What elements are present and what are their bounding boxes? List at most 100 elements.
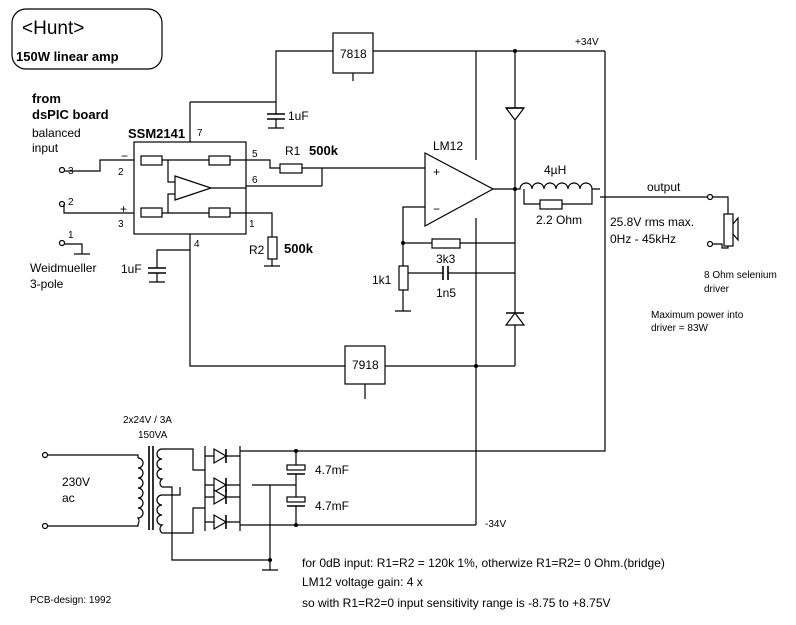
terminal-3 (58, 166, 66, 174)
ssm-res-ref (208, 207, 231, 218)
ssm2141-chip: SSM2141 − + 2 3 7 5 6 1 4 (118, 126, 258, 250)
primary-winding (136, 457, 144, 525)
r-out-body (539, 199, 563, 210)
wire-mains (47, 454, 139, 527)
r1-body (279, 163, 303, 174)
input-labels: from dsPIC board balanced input Weidmuel… (30, 91, 109, 291)
r2-body (267, 236, 278, 260)
ground-center (262, 485, 278, 571)
junction-pos-rail (513, 49, 517, 53)
lm12-minus-sign: − (433, 202, 440, 216)
from-label: from (32, 91, 61, 106)
power-line1: Maximum power into (651, 310, 744, 321)
r2-gnd (264, 259, 280, 267)
mains-ac: ac (62, 491, 75, 505)
ssm-wire-inv (167, 160, 175, 183)
wire-spk-plus (712, 196, 729, 214)
input-label: input (32, 141, 59, 155)
connector-name: Weidmueller (30, 261, 96, 275)
cap2-label: 4.7mF (315, 499, 349, 513)
reg-neg-body (344, 345, 386, 385)
bridge-diode-1 (213, 447, 228, 465)
ssm-pin3-label: 3 (118, 219, 124, 230)
cap-top-plates (267, 113, 285, 120)
mains-terminal-2 (41, 522, 49, 530)
cap-top-label: 1uF (288, 109, 309, 123)
secondary-upper (156, 448, 164, 488)
notes: for 0dB input: R1=R2 = 120k 1%, otherwiz… (30, 556, 665, 610)
cap1-label: 4.7mF (315, 463, 349, 477)
resistor-r1: R1 500k (246, 143, 339, 187)
wire-spk-minus (712, 243, 729, 249)
reg-neg-label: 7918 (352, 358, 379, 372)
wire-r1-out (302, 167, 323, 186)
wire-rout-left (523, 189, 540, 205)
junction-neg-rail (474, 364, 478, 368)
ssm-opamp (174, 175, 213, 201)
mains-terminal-1 (41, 451, 49, 459)
terminal-2-label: 2 (68, 197, 74, 208)
connector-type: 3-pole (30, 277, 64, 291)
regulator-7918: 7918 (344, 345, 515, 399)
secondary-lower (156, 494, 164, 534)
r-gnd-gnd (395, 290, 411, 312)
driver-line1: 8 Ohm selenium (704, 270, 777, 281)
note-line1: for 0dB input: R1=R2 = 120k 1%, otherwiz… (302, 556, 665, 570)
output-stage: 4µH 2.2 Ohm output 25.8V rms max. 0Hz - … (493, 49, 777, 366)
diode-lower (504, 312, 526, 326)
bridge-diode-4 (213, 513, 228, 531)
note-line3: so with R1=R2=0 input sensitivity range … (302, 596, 611, 610)
power-line2: driver = 83W (651, 323, 709, 334)
wire-pin1 (64, 243, 83, 254)
r1-name: R1 (285, 144, 301, 158)
wire-pin3 (64, 159, 134, 172)
title-box: <Hunt> 150W linear amp (11, 8, 163, 70)
bridge-rungs (205, 455, 240, 523)
ssm-pin2-label: 2 (118, 167, 124, 178)
transformer-core (148, 446, 154, 530)
spec-voltage: 25.8V rms max. (610, 215, 694, 229)
c-fb-label: 1n5 (436, 286, 456, 300)
pcb-design-label: PCB-design: 1992 (30, 595, 112, 606)
cap2-plate-top (286, 496, 306, 503)
wire-pin1-r2 (246, 212, 273, 237)
mains-voltage: 230V (62, 475, 90, 489)
r-fb-label: 3k3 (436, 252, 456, 266)
ssm-plus-sign: + (120, 202, 127, 216)
terminal-1-label: 1 (68, 230, 74, 241)
regulator-7818: 7818 1uF +34V (189, 32, 605, 142)
wire-fb-node (402, 206, 432, 244)
lm12-plus-sign: + (433, 165, 440, 179)
junction-cap1 (294, 449, 298, 453)
ssm-res-in-minus (140, 155, 163, 166)
r2-value: 500k (284, 241, 314, 256)
title-frame (11, 8, 163, 70)
cap1-plate-top (286, 464, 306, 471)
bridge-diode-3 (213, 488, 228, 506)
r2-name: R2 (249, 243, 265, 257)
ssm-res-in-plus (140, 207, 163, 218)
cap-top-gnd (268, 119, 284, 129)
r-gnd-label: 1k1 (372, 273, 392, 287)
ssm-pin6-label: 6 (252, 175, 258, 186)
title-text: <Hunt> (22, 18, 84, 39)
wire-7818-out (275, 50, 333, 102)
output-gnd-terminal (706, 240, 714, 248)
power-supply: 2x24V / 3A 150VA 230V ac 4.7mF 4.7m (41, 51, 606, 571)
note-line2: LM12 voltage gain: 4 x (302, 575, 423, 589)
output-label: output (647, 180, 681, 194)
spec-freq: 0Hz - 45kHz (610, 232, 676, 246)
input-terminals: 3 2 1 (58, 159, 134, 255)
lm12-body (424, 152, 495, 228)
cap-left: 1uF (121, 234, 345, 367)
inductor-label: 4µH (544, 163, 566, 177)
junction-cap2 (294, 523, 298, 527)
balanced-label: balanced (32, 126, 81, 140)
ssm-pin4-label: 4 (194, 239, 200, 250)
cap-left-plates (148, 267, 166, 274)
wire-pin5-r1 (246, 159, 280, 169)
r-fb-body (431, 238, 461, 249)
board-label: dsPIC board (32, 107, 109, 122)
cap-left-label: 1uF (121, 262, 142, 276)
